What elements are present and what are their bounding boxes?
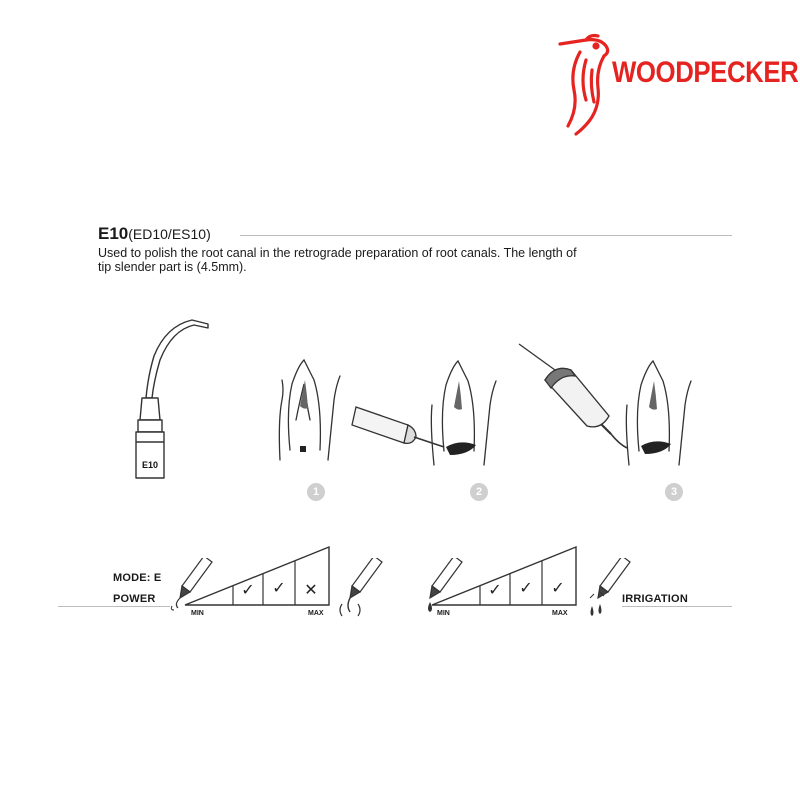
power-label: POWER (113, 593, 156, 605)
handpiece-min-icon (170, 558, 213, 611)
mode-label: MODE: E (113, 572, 162, 584)
power-level-3-check-icon: ✓ (272, 580, 286, 597)
irrigation-divider (622, 606, 732, 607)
handpiece-max-spray-icon (589, 558, 631, 616)
step-3-illustration (518, 343, 692, 466)
power-level-4-cross-icon: ✕ (304, 582, 318, 599)
step-badge-1: 1 (307, 483, 325, 501)
tip-label: E10 (142, 460, 158, 470)
power-min-label: MIN (191, 610, 204, 617)
step-badge-2: 2 (470, 483, 488, 501)
irrigation-level-3-check-icon: ✓ (519, 580, 533, 597)
handpiece-min-drop-icon (428, 558, 463, 612)
irrigation-label: IRRIGATION (622, 593, 688, 605)
power-divider (58, 606, 170, 607)
title-divider (240, 235, 732, 236)
product-model: E10(ED10/ES10) (98, 224, 211, 244)
woodpecker-bird-icon (558, 33, 610, 136)
product-description: Used to polish the root canal in the ret… (98, 246, 698, 274)
power-max-label: MAX (308, 610, 324, 617)
step-1-illustration (278, 358, 341, 461)
irrigation-level-scale (431, 545, 577, 606)
power-level-2-check-icon: ✓ (241, 582, 255, 599)
step-badge-3: 3 (665, 483, 683, 501)
power-level-scale (184, 545, 330, 606)
brand-name: WOODPECKER (612, 56, 799, 89)
model-code: E10 (98, 224, 129, 243)
irrigation-min-label: MIN (437, 610, 450, 617)
irrigation-max-label: MAX (552, 610, 568, 617)
description-line: Used to polish the root canal in the ret… (98, 246, 577, 260)
handpiece-max-vibration-icon (339, 558, 383, 617)
e10-tip-illustration: E10 (135, 319, 209, 479)
woodpecker-logo (556, 30, 786, 140)
irrigation-level-4-check-icon: ✓ (551, 580, 565, 597)
step-2-illustration (351, 359, 497, 466)
irrigation-level-2-check-icon: ✓ (488, 582, 502, 599)
description-line: tip slender part is (4.5mm). (98, 260, 247, 274)
model-variants: (ED10/ES10) (128, 226, 211, 242)
